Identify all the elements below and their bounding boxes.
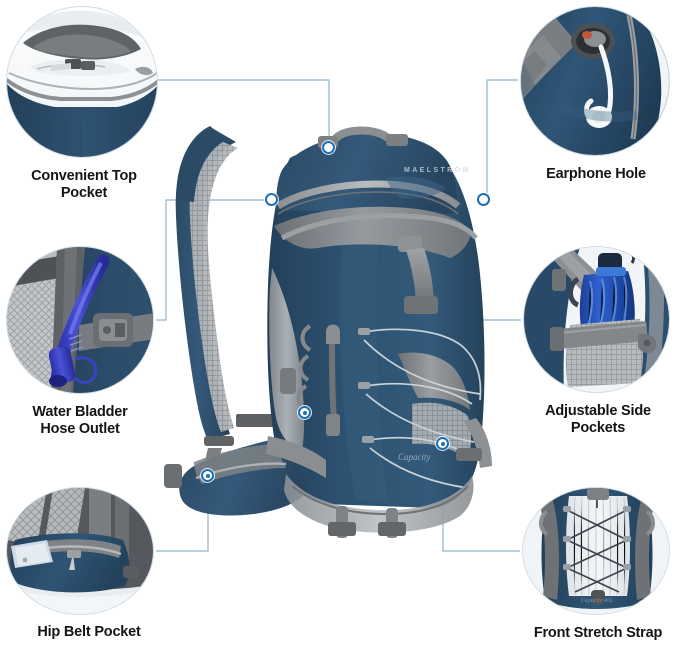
label-line-2: Pocket	[60, 185, 108, 202]
side-pocket-mesh	[412, 402, 471, 460]
wire-earphone	[486, 79, 518, 196]
body-print-text: Capacity	[398, 452, 431, 462]
hotspot-water-bladder-hose-outlet[interactable]	[265, 193, 278, 206]
callout-label-adjustable-side-pockets: Adjustable Side Pockets	[523, 403, 673, 437]
hose-port-hook	[326, 324, 340, 344]
hydration-tube-clip	[326, 414, 340, 436]
left-gray-panel	[269, 268, 305, 452]
side-pocket-gray-wedge	[398, 352, 470, 410]
callout-convenient-top-pocket[interactable]: Convenient Top Pocket	[6, 6, 168, 202]
wire-top-pocket	[157, 79, 330, 144]
label-line-1: Front Stretch Strap	[533, 625, 663, 641]
callout-image-hip-belt-pocket	[6, 487, 154, 615]
wire-hose-outlet	[156, 199, 268, 321]
hotspot-top-pocket[interactable]	[322, 141, 335, 154]
bottom-strap-buckle-left	[328, 522, 356, 536]
bungee-anchors	[358, 328, 374, 443]
hotspot-earphone-hole[interactable]	[477, 193, 490, 206]
front-bungee-cord	[363, 328, 482, 489]
bottom-base-panel	[284, 474, 474, 533]
label-line-1: Convenient Top	[31, 168, 137, 184]
callout-image-adjustable-side-pockets	[523, 246, 670, 393]
callout-adjustable-side-pockets[interactable]: Adjustable Side Pockets	[523, 246, 673, 437]
lid-zipper-teeth	[277, 191, 459, 215]
callout-image-front-stretch-strap: Capacity 40L	[522, 487, 670, 615]
side-compression-strap	[464, 418, 492, 468]
label-line-1: Adjustable Side	[545, 403, 651, 419]
callout-image-earphone-hole	[520, 6, 670, 156]
callout-label-convenient-top-pocket: Convenient Top Pocket	[0, 168, 168, 202]
strap-buckle-front	[404, 296, 438, 314]
hotspot-front-stretch-strap[interactable]	[436, 437, 449, 450]
callout-label-water-bladder-hose-outlet: Water Bladder Hose Outlet	[0, 404, 162, 438]
label-line-1: Earphone Hole	[546, 166, 646, 182]
callout-image-water-bladder-hose-outlet	[6, 246, 154, 394]
svg-text:Capacity 40L: Capacity 40L	[581, 597, 614, 604]
label-line-2: Pockets	[570, 420, 626, 437]
logo-plate-shade	[386, 176, 446, 199]
hip-belt-webbing	[266, 436, 326, 478]
callout-hip-belt-pocket[interactable]: Hip Belt Pocket	[6, 487, 174, 641]
hose-outlet-buckle	[280, 368, 296, 394]
bottom-strap-buckle-right	[378, 522, 406, 536]
callout-image-convenient-top-pocket	[6, 6, 158, 158]
lid-zipper-trim	[276, 180, 461, 209]
base-seam	[291, 485, 469, 516]
label-line-1: Water Bladder	[32, 404, 128, 420]
compression-strap-front	[406, 248, 434, 308]
callout-earphone-hole[interactable]: Earphone Hole	[520, 6, 672, 183]
handle-anchor-right	[386, 134, 408, 146]
callout-label-hip-belt-pocket: Hip Belt Pocket	[4, 624, 174, 641]
callout-label-front-stretch-strap: Front Stretch Strap	[522, 625, 674, 642]
label-line-1: Hip Belt Pocket	[37, 624, 141, 640]
shoulder-strap-top-pad	[176, 126, 226, 202]
hydration-tube	[329, 339, 337, 419]
front-zipper-arc	[280, 213, 478, 241]
callout-water-bladder-hose-outlet[interactable]: Water Bladder Hose Outlet	[6, 246, 162, 438]
hip-belt-buckle	[164, 464, 182, 488]
zipper-slider	[398, 236, 422, 252]
hip-belt-zip-panel	[194, 444, 286, 484]
hotspot-hip-belt-pocket[interactable]	[201, 469, 214, 482]
callout-label-earphone-hole: Earphone Hole	[520, 166, 672, 183]
hotspot-adjustable-side-pockets[interactable]	[298, 406, 311, 419]
callout-front-stretch-strap[interactable]: Capacity 40L Front Stretch Strap	[522, 487, 674, 642]
side-strap-buckle	[456, 448, 482, 461]
backpack-illustration	[150, 118, 530, 548]
shoulder-strap-mesh	[189, 140, 238, 432]
label-line-2: Hose Outlet	[40, 421, 120, 438]
grab-handle	[332, 126, 392, 142]
strap-adjuster-webbing	[204, 436, 234, 446]
body-print: Capacity	[398, 452, 458, 466]
